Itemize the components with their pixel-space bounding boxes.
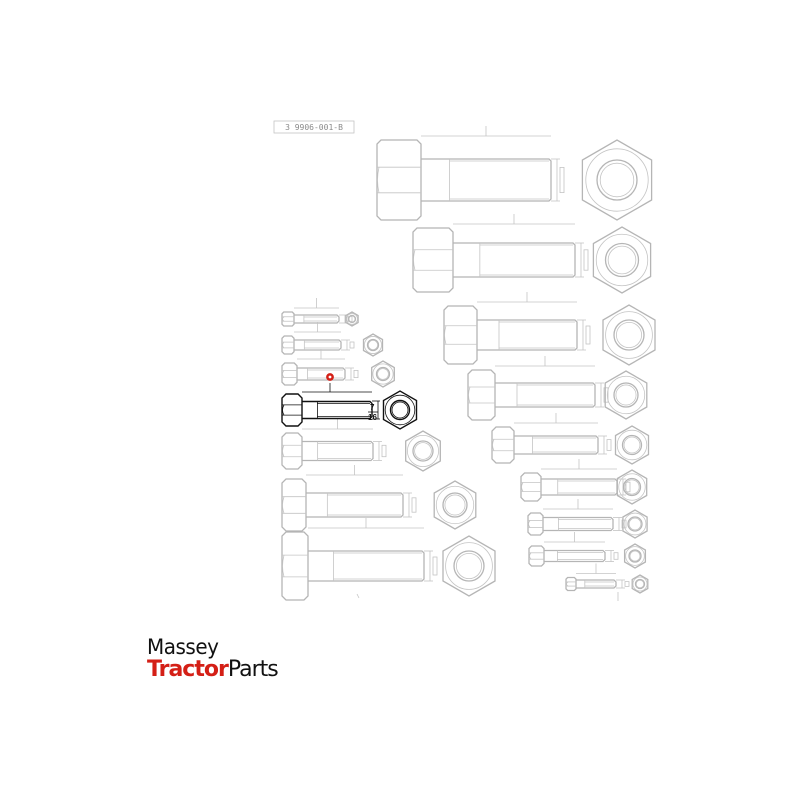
part-code-text: 3 9906-001-B: [285, 123, 343, 132]
bolt-13-assembly: [491, 413, 650, 465]
brand-logo: Massey TractorParts: [147, 635, 279, 682]
bolt-8-tick: [356, 593, 360, 599]
bolt-7-assembly: [281, 465, 477, 532]
highlight-marker: [326, 373, 334, 381]
bolt-15-assembly: [443, 292, 656, 366]
bolt-11-assembly: [527, 499, 648, 539]
brand-logo-tractor: Tractor: [147, 657, 229, 682]
brand-logo-line1: Massey: [147, 635, 219, 659]
dimension-label-a: 7: [370, 403, 375, 412]
highlighted-bolt-assembly: [281, 383, 418, 430]
part-code-box: 3 9906-001-B: [273, 120, 355, 134]
bolt-3-assembly: [281, 322, 384, 357]
brand-logo-parts: Parts: [227, 657, 279, 682]
bolt-10-assembly: [528, 532, 647, 569]
bolt-small-assembly: [565, 563, 649, 594]
bolt-4-assembly: [281, 349, 395, 388]
bolt-8-assembly: [281, 518, 496, 601]
bolt-12-assembly: [520, 459, 648, 505]
bolt-14-assembly: [467, 356, 648, 421]
bolt-2-assembly: [281, 298, 359, 327]
bolt-16-assembly: [412, 214, 652, 294]
bolt-17-assembly: [376, 126, 653, 221]
bolt-6-assembly: [281, 419, 441, 472]
brand-logo-line2: TractorParts: [147, 657, 279, 682]
dimension-label-b: 16: [368, 413, 377, 422]
